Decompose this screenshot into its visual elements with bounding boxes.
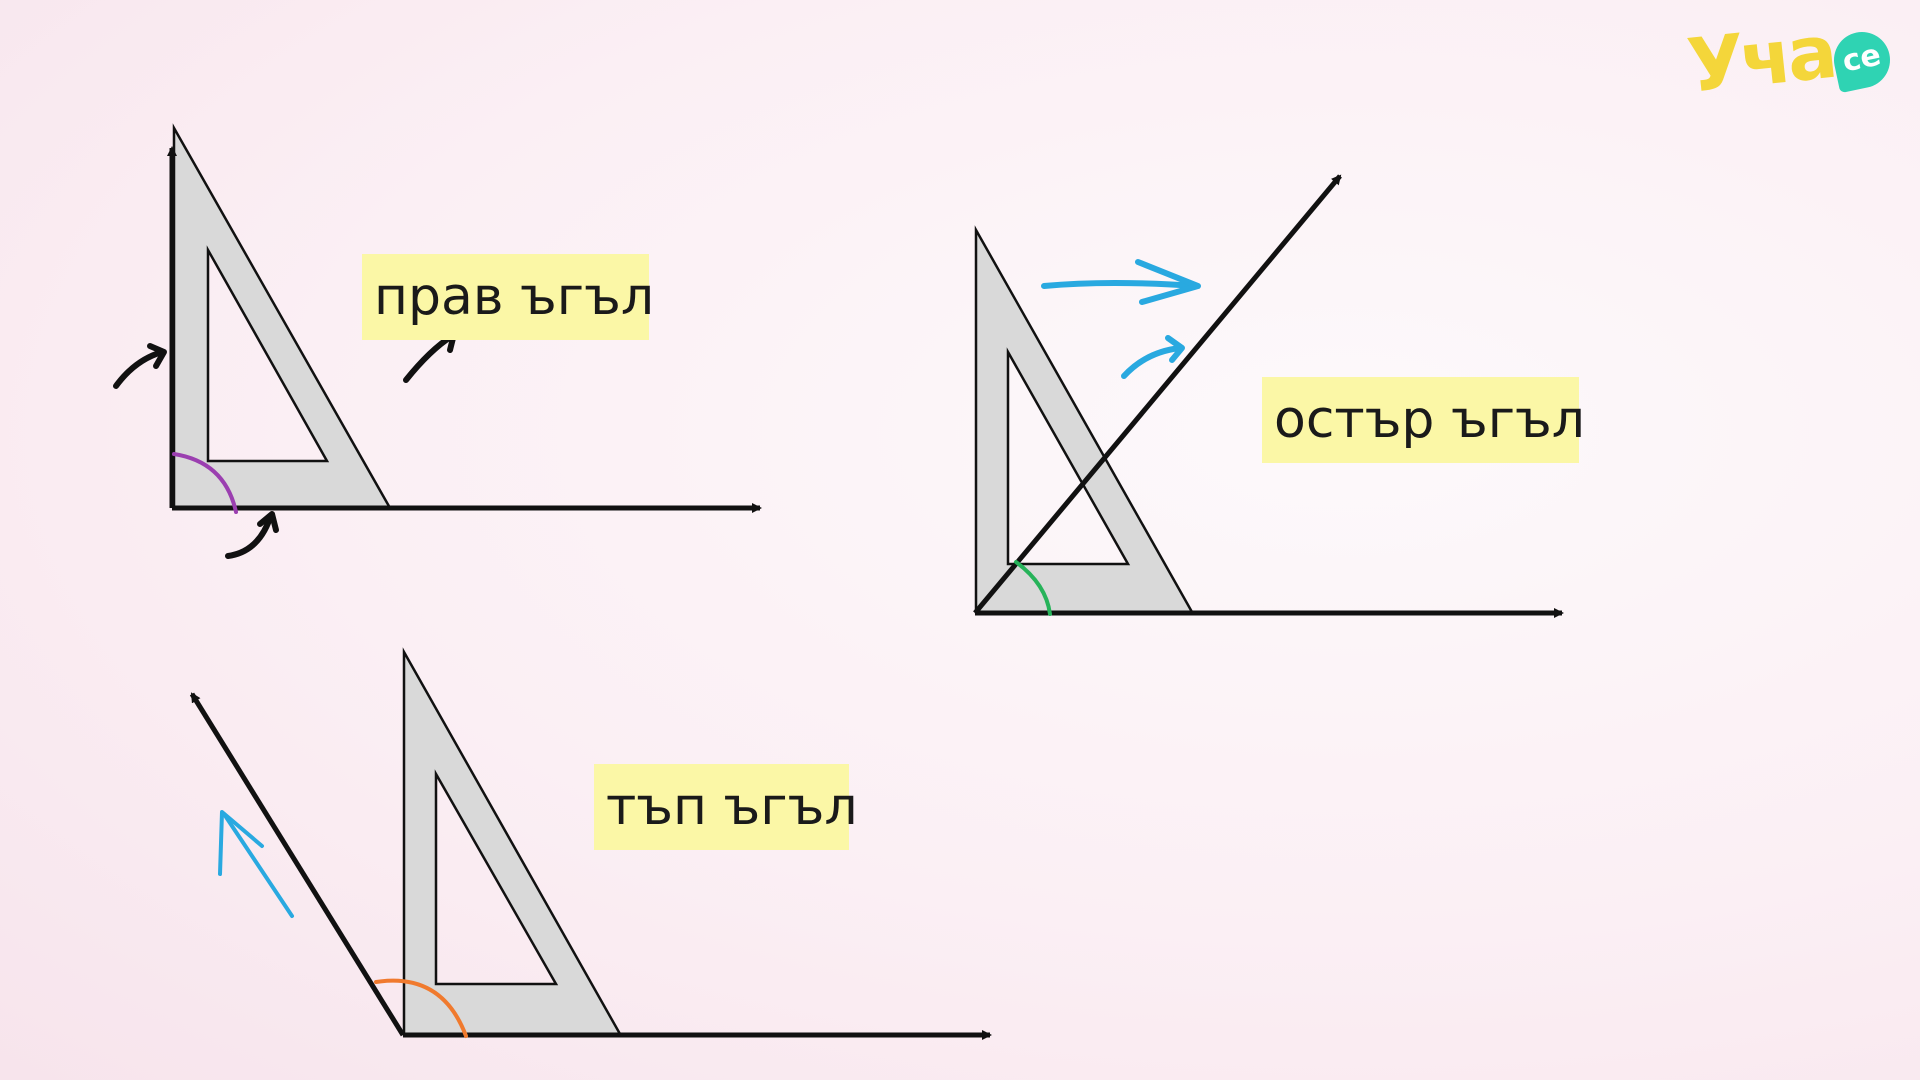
pointer-arrow-blue-upper bbox=[1041, 280, 1199, 289]
acute-set-square bbox=[974, 225, 1195, 614]
speech-bubble-icon: се bbox=[1828, 26, 1896, 94]
pointer-arrow-blue-obtuse bbox=[222, 812, 294, 918]
acute-angle-label: остър ъгъл bbox=[1262, 377, 1585, 463]
pointer-arrowhead-blue-upper bbox=[1135, 259, 1201, 305]
pointer-arrowhead-vertical-ray bbox=[147, 343, 167, 369]
obtuse-angle-label: тъп ъгъл bbox=[594, 764, 858, 850]
logo-wordmark: Уча bbox=[1683, 8, 1838, 110]
obtuse-ray-inclined bbox=[189, 692, 406, 1037]
pointer-arrow-blue-lower bbox=[1121, 345, 1183, 379]
pointer-arrow-horizontal-ray bbox=[225, 515, 273, 559]
pointer-arrowhead-blue-lower bbox=[1165, 335, 1185, 363]
pointer-arrow-vertical-ray bbox=[113, 349, 165, 389]
brand-logo: Уча се bbox=[1684, 9, 1898, 112]
right-angle-figure bbox=[113, 123, 762, 559]
pointer-arrow-set-square bbox=[403, 333, 455, 383]
acute-angle-arc bbox=[1014, 560, 1052, 616]
right-angle-arc bbox=[172, 452, 238, 514]
obtuse-angle-figure bbox=[189, 647, 992, 1040]
obtuse-angle-arc bbox=[374, 978, 468, 1038]
right-angle-label: прав ъгъл bbox=[362, 254, 654, 340]
obtuse-set-square bbox=[402, 647, 623, 1036]
right-set-square bbox=[172, 123, 393, 510]
acute-ray-inclined bbox=[973, 174, 1342, 615]
pointer-arrowhead-blue-obtuse bbox=[218, 810, 264, 876]
pointer-arrowhead-horizontal-ray bbox=[257, 511, 279, 533]
logo-bubble-text: се bbox=[1839, 37, 1884, 80]
acute-angle-figure bbox=[973, 174, 1564, 618]
